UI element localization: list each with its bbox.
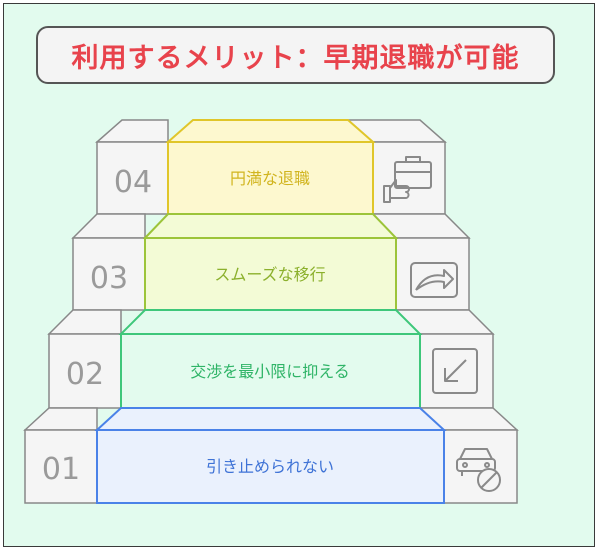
step-04-number: 04 <box>114 165 152 200</box>
car-blocked-icon <box>456 448 501 492</box>
step-01-label: 引き止められない <box>206 457 334 476</box>
step-01-number: 01 <box>42 452 80 487</box>
title-box: 利用するメリット：早期退職が可能 <box>36 26 555 84</box>
diagram-title: 利用するメリット：早期退職が可能 <box>71 42 520 74</box>
step-01-panel <box>96 429 445 504</box>
step-04-label: 円満な退職 <box>230 169 310 188</box>
step-02-label: 交渉を最小限に抑える <box>190 362 350 381</box>
step-03-panel <box>144 237 397 311</box>
step-04: 04 円満な退職 <box>95 119 447 215</box>
step-02-panel <box>120 333 421 409</box>
step-03-number: 03 <box>90 261 128 296</box>
transition-arrow-icon <box>410 262 458 298</box>
step-03-label: スムーズな移行 <box>214 265 325 284</box>
step-03: 03 スムーズな移行 <box>71 213 471 311</box>
minimize-icon <box>432 348 478 394</box>
step-02-number: 02 <box>66 357 104 392</box>
briefcase-thumbs-up-icon <box>383 156 432 203</box>
step-01: 01 引き止められない <box>23 407 519 504</box>
step-02: 02 交渉を最小限に抑える <box>47 309 495 409</box>
